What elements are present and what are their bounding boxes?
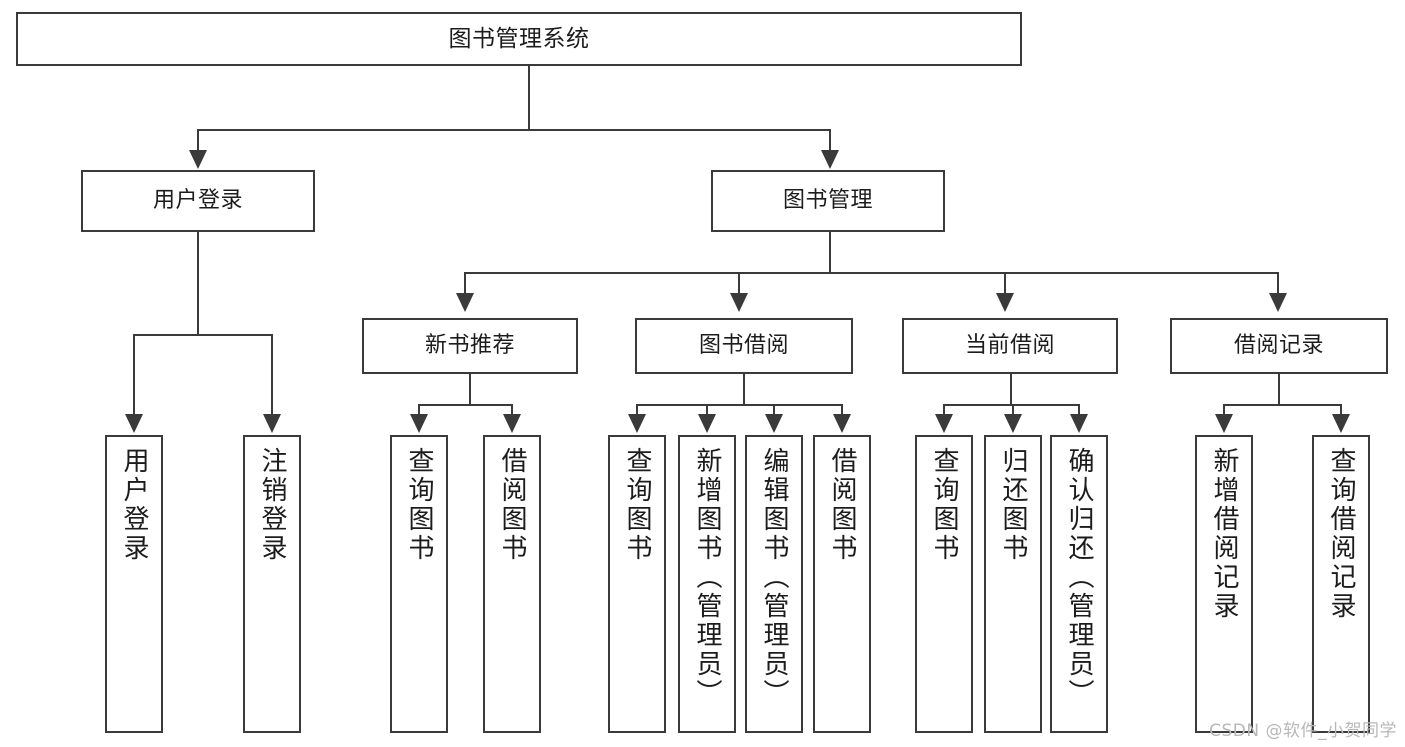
connector-new-book-stem [469,374,471,406]
connector-to-leaf [418,404,420,418]
node-label: 编辑图书（管理员） [759,447,789,708]
connector-to-book-borrow [738,272,740,296]
arrow-icon [189,150,207,169]
connector-to-leaf [943,404,945,418]
arrow-icon [456,293,474,312]
arrow-icon [1004,414,1022,433]
connector-current-borrow-bus [943,404,1079,406]
leaf-borrow-book-new[interactable]: 借阅图书 [483,435,541,733]
connector-to-borrow-record [1277,272,1279,296]
connector-to-leaf [1012,404,1014,418]
arrow-icon [1332,414,1350,433]
arrow-icon [935,414,953,433]
arrow-icon [125,414,143,433]
arrow-icon [1215,414,1233,433]
arrow-icon [765,414,783,433]
leaf-confirm-return-admin[interactable]: 确认归还（管理员） [1050,435,1108,733]
connector-to-leaf [773,404,775,418]
connector-root-to-book-mgmt [829,129,831,156]
connector-book-borrow-stem [743,374,745,406]
connector-new-book-bus [418,404,513,406]
node-label: 查询图书 [929,447,959,563]
connector-to-leaf [1223,404,1225,418]
node-label: 图书管理 [782,188,873,214]
connector-to-new-book [464,272,466,296]
leaf-user-login[interactable]: 用户登录 [105,435,163,733]
connector-book-mgmt-bus [464,272,1279,274]
arrow-icon [628,414,646,433]
arrow-icon [996,293,1014,312]
connector-to-leaf [133,334,135,418]
node-label: 归还图书 [998,447,1028,563]
arrow-icon [1269,293,1287,312]
node-label: 查询借阅记录 [1326,447,1356,621]
connector-to-leaf [636,404,638,418]
arrow-icon [263,414,281,433]
node-current-borrow[interactable]: 当前借阅 [902,318,1118,374]
connector-borrow-record-bus [1223,404,1341,406]
connector-user-login-stem [197,232,199,336]
connector-root-bus [197,129,831,131]
leaf-query-book-current[interactable]: 查询图书 [915,435,973,733]
node-new-book-recommend[interactable]: 新书推荐 [362,318,578,374]
node-label: 确认归还（管理员） [1064,447,1094,708]
connector-to-leaf [841,404,843,418]
node-label: 借阅图书 [497,447,527,563]
leaf-return-book[interactable]: 归还图书 [984,435,1042,733]
node-borrow-record[interactable]: 借阅记录 [1170,318,1388,374]
connector-root-to-user-login [197,129,199,156]
node-label: 图书借阅 [698,333,789,359]
node-label: 用户登录 [119,447,149,563]
connector-to-leaf [1340,404,1342,418]
connector-current-borrow-stem [1010,374,1012,406]
node-label: 新书推荐 [424,333,515,359]
arrow-icon [503,414,521,433]
arrow-icon [833,414,851,433]
leaf-logout[interactable]: 注销登录 [243,435,301,733]
node-user-login[interactable]: 用户登录 [81,170,315,232]
connector-book-borrow-bus [636,404,842,406]
connector-to-leaf [511,404,513,418]
leaf-query-book-borrow[interactable]: 查询图书 [608,435,666,733]
node-label: 用户登录 [152,188,243,214]
node-label: 当前借阅 [964,333,1055,359]
arrow-icon [410,414,428,433]
node-label: 查询图书 [622,447,652,563]
leaf-add-borrow-record[interactable]: 新增借阅记录 [1195,435,1253,733]
leaf-edit-book-admin[interactable]: 编辑图书（管理员） [745,435,803,733]
node-root-system[interactable]: 图书管理系统 [16,12,1022,66]
node-label: 图书管理系统 [448,25,590,52]
node-label: 借阅图书 [827,447,857,563]
leaf-add-book-admin[interactable]: 新增图书（管理员） [678,435,736,733]
node-label: 新增图书（管理员） [692,447,722,708]
node-book-management[interactable]: 图书管理 [711,170,945,232]
arrow-icon [1070,414,1088,433]
node-label: 借阅记录 [1233,333,1324,359]
node-label: 新增借阅记录 [1209,447,1239,621]
connector-book-mgmt-stem [829,232,831,274]
connector-to-leaf [706,404,708,418]
node-book-borrow[interactable]: 图书借阅 [635,318,853,374]
watermark: CSDN @软件_小贺同学 [1209,721,1397,741]
connector-borrow-record-stem [1278,374,1280,406]
node-label: 注销登录 [257,447,287,563]
connector-root-stem [528,66,530,130]
arrow-icon [821,150,839,169]
connector-to-leaf [271,334,273,418]
arrow-icon [698,414,716,433]
leaf-borrow-book[interactable]: 借阅图书 [813,435,871,733]
arrow-icon [730,293,748,312]
node-label: 查询图书 [404,447,434,563]
connector-to-leaf [1078,404,1080,418]
connector-to-current-borrow [1004,272,1006,296]
leaf-query-borrow-record[interactable]: 查询借阅记录 [1312,435,1370,733]
connector-user-login-bus [133,334,273,336]
leaf-query-book-new[interactable]: 查询图书 [390,435,448,733]
